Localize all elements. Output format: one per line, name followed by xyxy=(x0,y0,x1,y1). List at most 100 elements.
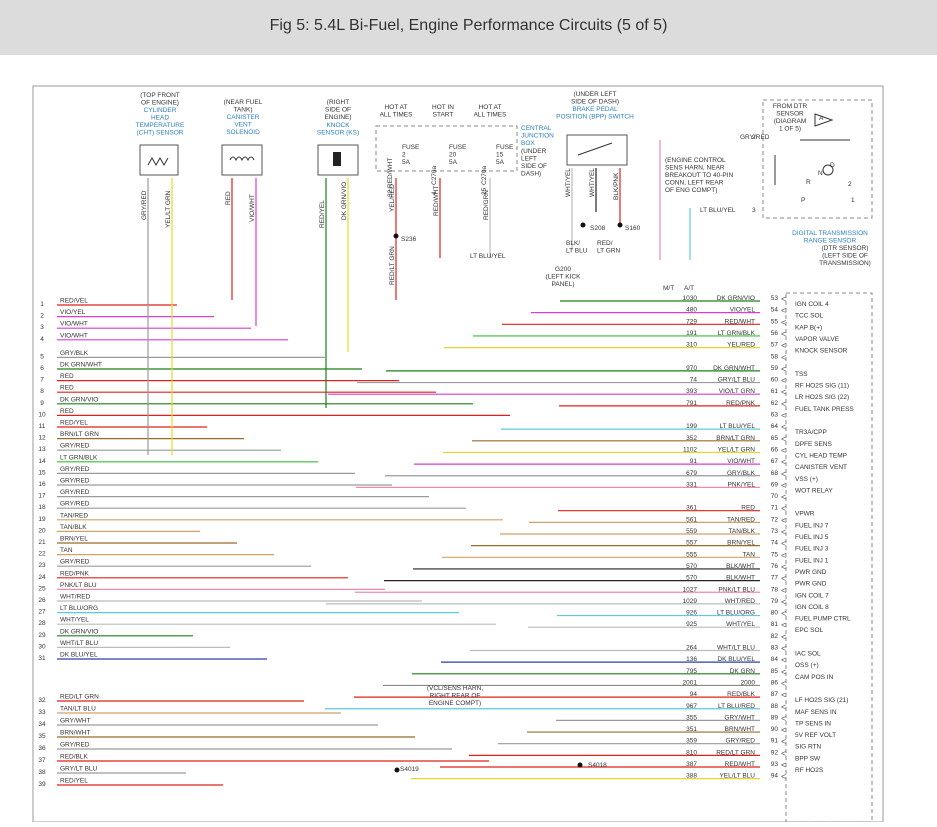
label-text: BOX xyxy=(521,140,535,147)
vertical-wire-label: RED/GRN xyxy=(483,190,490,220)
pin-number: 60 xyxy=(771,377,779,384)
wire-number: 18 xyxy=(38,504,46,511)
figure-title: Fig 5: 5.4L Bi-Fuel, Engine Performance … xyxy=(269,17,668,34)
wire-number: 4 xyxy=(40,336,44,343)
label-text: 20 xyxy=(449,152,457,159)
connector-arrow: < xyxy=(781,399,786,409)
pin-function: TP SENS IN xyxy=(795,720,831,727)
pin-color-label: BRN/YEL xyxy=(727,540,755,547)
pin-number: 74 xyxy=(771,540,779,547)
pin-color-label: LT BLU/RED xyxy=(718,703,755,710)
pin-function: CANISTER VENT xyxy=(795,464,847,471)
pin-number: 59 xyxy=(771,365,779,372)
connector-arrow: < xyxy=(781,655,786,665)
wire-color-label: TAN/RED xyxy=(60,512,88,519)
connector-arrow: < xyxy=(781,644,786,654)
circuit-number: 91 xyxy=(690,458,698,465)
connector-arrow: < xyxy=(781,667,786,677)
connector-arrow: < xyxy=(781,480,786,490)
dtr-pin-letter: 2 xyxy=(848,181,852,188)
label-text: S236 xyxy=(401,236,417,243)
circuit-number: 361 xyxy=(686,505,697,512)
label-text: SENS HARN, NEAR xyxy=(665,165,725,172)
label-text: S160 xyxy=(625,225,641,232)
connector-arrow: < xyxy=(781,364,786,374)
wire-number: 34 xyxy=(38,721,46,728)
connector-arrow: < xyxy=(781,306,786,316)
wire-number: 11 xyxy=(39,423,46,430)
label-text: (VCL/SENS HARN, xyxy=(427,685,484,692)
connector-arrow: < xyxy=(781,515,786,525)
connector-arrow: < xyxy=(781,574,786,584)
wire-number: 3 xyxy=(40,324,44,331)
pin-number: 78 xyxy=(771,586,779,593)
label-text: CANISTER xyxy=(227,114,260,121)
wire-number: 26 xyxy=(38,597,46,604)
pin-number: 57 xyxy=(771,342,779,349)
pin-number: 93 xyxy=(771,761,779,768)
wire-number: 30 xyxy=(38,643,46,650)
bpp-switch-symbol xyxy=(566,134,628,166)
pin-number: 91 xyxy=(771,738,779,745)
pin-color-label: LT BLU/ORG xyxy=(717,610,755,617)
circuit-number: 559 xyxy=(686,528,697,535)
wire-color-label: GRY/BLK xyxy=(60,350,89,357)
pin-color-label: WHT/RED xyxy=(725,598,756,605)
splice-dot xyxy=(393,233,399,239)
vertical-wire-label: 32 xyxy=(387,189,394,197)
label-text: S208 xyxy=(590,225,606,232)
wire-color-label: BRN/YEL xyxy=(60,536,88,543)
wire-color-label: GRY/RED xyxy=(60,466,90,473)
pin-number: 83 xyxy=(771,645,779,652)
label-text: POSITION (BPP) SWITCH xyxy=(556,114,634,121)
circuit-number: 1027 xyxy=(683,586,698,593)
pin-function: FUEL INJ 5 xyxy=(795,534,829,541)
connector-arrow: < xyxy=(781,690,786,700)
pin-number: 69 xyxy=(771,481,779,488)
connector-arrow: < xyxy=(781,585,786,595)
connector-arrow: < xyxy=(781,620,786,630)
vertical-wire-label: RED/WHT xyxy=(387,158,394,188)
dtr-pin-letter: R xyxy=(806,179,811,186)
label-text: TANK) xyxy=(233,107,252,114)
vertical-wire-label: 4 xyxy=(431,191,438,195)
wire-color-label: RED/YEL xyxy=(60,420,88,427)
canister-vent-symbol xyxy=(221,144,263,176)
pin-number: 79 xyxy=(771,598,779,605)
label-text: 1 OF 5) xyxy=(779,126,801,133)
vertical-wire-label: YEL/RED xyxy=(389,184,396,212)
pin-function: SIG RTN xyxy=(795,744,822,751)
dtr-pin-letter: A xyxy=(819,115,824,122)
label-text: FROM DTR xyxy=(773,103,808,110)
circuit-number: 967 xyxy=(686,703,697,710)
wire-number: 9 xyxy=(40,400,44,407)
wire-color-label: RED/BLK xyxy=(60,754,88,761)
pin-function: FUEL INJ 1 xyxy=(795,557,829,564)
pin-number: 63 xyxy=(771,412,779,419)
label-text: FUSE xyxy=(449,144,467,151)
wire-number: 5 xyxy=(40,353,44,360)
wire-color-label: RED/LT GRN xyxy=(60,694,99,701)
wire-number: 2 xyxy=(40,313,44,320)
label-text: HEAD xyxy=(151,115,169,122)
pin-color-label: RED/WHT xyxy=(725,318,755,325)
pin-function: IGN COIL 8 xyxy=(795,604,829,611)
label-text: FUSE xyxy=(496,144,514,151)
label-text: 5A xyxy=(496,159,505,166)
circuit-number: 393 xyxy=(686,388,697,395)
wire-color-label: TAN/BLK xyxy=(60,524,87,531)
pin-number: 92 xyxy=(771,749,779,756)
wire-number: 23 xyxy=(38,562,46,569)
label-text: GRY/RED xyxy=(740,134,770,141)
circuit-number: 310 xyxy=(686,342,697,349)
label-text: HOT AT xyxy=(479,104,502,111)
label-text: BREAKOUT TO 40-PIN xyxy=(665,172,734,179)
vertical-wire-label: VIO/WHT xyxy=(249,194,256,222)
pin-function: TSS xyxy=(795,371,808,378)
label-text: ENGINE COMPT) xyxy=(429,700,481,707)
label-text: S4018 xyxy=(588,762,607,769)
pin-number: 87 xyxy=(771,691,779,698)
pin-function: FUEL TANK PRESS xyxy=(795,406,854,413)
pin-number: 86 xyxy=(771,679,779,686)
pin-number: 62 xyxy=(771,400,779,407)
